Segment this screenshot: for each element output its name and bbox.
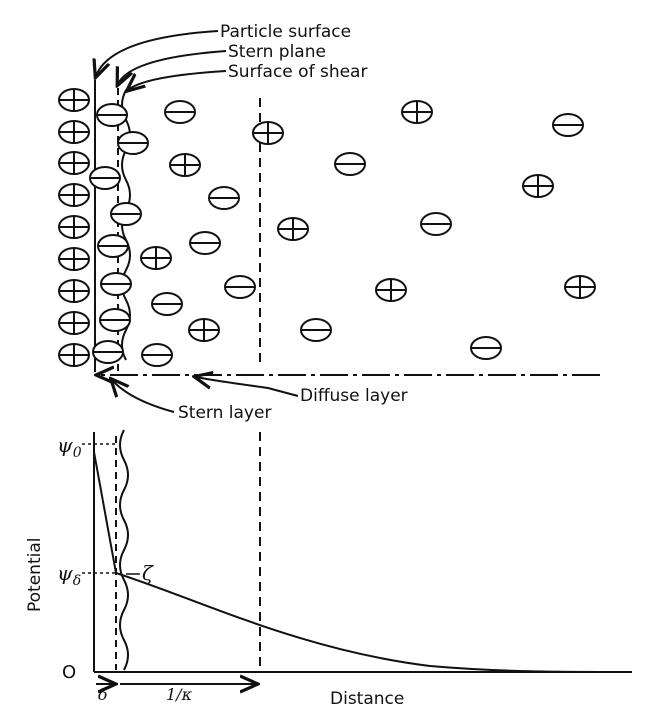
psi0-label: ψ0 — [57, 433, 82, 461]
positive-ion — [58, 311, 90, 335]
positive-ion — [522, 174, 554, 198]
particle-surface-label: Particle surface — [220, 22, 351, 42]
positive-ion — [277, 217, 309, 241]
negative-ion — [420, 212, 452, 236]
stern-layer-label: Stern layer — [178, 403, 271, 423]
negative-ion — [164, 100, 196, 124]
surface-of-shear-label: Surface of shear — [228, 62, 367, 82]
distance-axis-label: Distance — [330, 689, 404, 709]
shear-plane-wavy — [119, 429, 129, 671]
positive-ion — [58, 247, 90, 271]
positive-ion — [188, 318, 220, 342]
particle-surface-arrow — [96, 30, 219, 76]
negative-ion — [189, 231, 221, 255]
positive-ion — [58, 279, 90, 303]
diffuse-layer-leader — [196, 377, 299, 397]
positive-ion — [564, 275, 596, 299]
positive-ion — [401, 100, 433, 124]
potential-profile-plot: ψ0 ψδ ζ Potential O δ 1/κ Distance — [25, 429, 633, 709]
positive-ion — [169, 153, 201, 177]
positive-ion — [58, 183, 90, 207]
negative-ion — [89, 166, 121, 190]
positive-ion — [58, 151, 90, 175]
stern-plane-label: Stern plane — [228, 42, 326, 62]
inv-kappa-label: 1/κ — [166, 685, 193, 704]
psid-label: ψδ — [57, 561, 81, 589]
negative-ion — [141, 343, 173, 367]
ions-group — [58, 88, 596, 367]
negative-ion — [117, 131, 149, 155]
negative-ion — [224, 275, 256, 299]
negative-ion — [100, 272, 132, 296]
potential-axis-label: Potential — [25, 538, 45, 612]
negative-ion — [151, 292, 183, 316]
double-layer-schematic: Particle surface Stern plane Surface of … — [58, 22, 600, 423]
positive-ion — [58, 120, 90, 144]
surface-of-shear-arrow — [128, 70, 227, 90]
negative-ion — [96, 103, 128, 127]
positive-ion — [58, 88, 90, 112]
negative-ion — [110, 202, 142, 226]
positive-ion — [252, 121, 284, 145]
stern-layer-leader — [112, 380, 175, 413]
stern-plane-arrow — [118, 50, 227, 84]
negative-ion — [300, 318, 332, 342]
positive-ion — [58, 343, 90, 367]
positive-ion — [58, 215, 90, 239]
negative-ion — [552, 113, 584, 137]
positive-ion — [375, 278, 407, 302]
negative-ion — [208, 186, 240, 210]
positive-ion — [140, 246, 172, 270]
negative-ion — [99, 308, 131, 332]
delta-label: δ — [98, 685, 108, 704]
negative-ion — [97, 234, 129, 258]
diffuse-layer-label: Diffuse layer — [300, 386, 408, 406]
origin-label: O — [62, 662, 76, 683]
negative-ion — [92, 340, 124, 364]
zeta-label: ζ — [142, 561, 154, 585]
potential-curve — [93, 451, 633, 673]
negative-ion — [470, 336, 502, 360]
negative-ion — [334, 152, 366, 176]
